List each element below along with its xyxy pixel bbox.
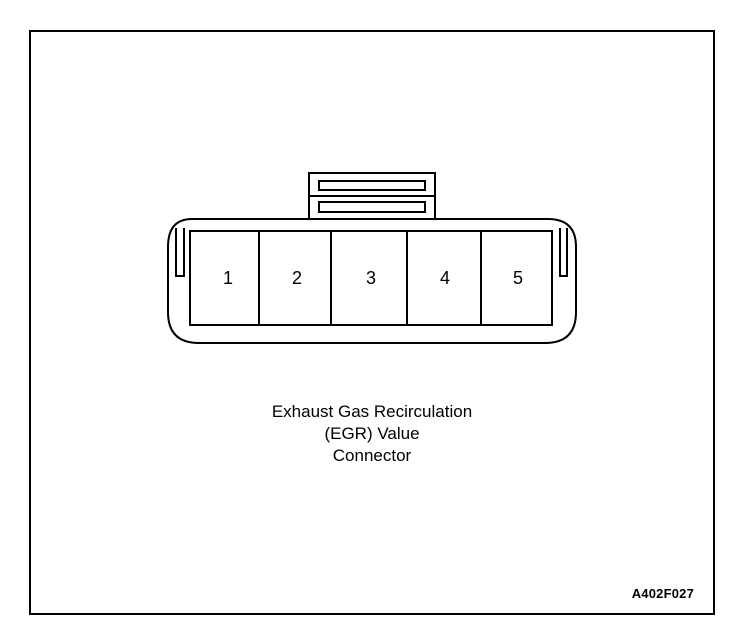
pin-5-label: 5 <box>513 268 523 288</box>
locking-tab <box>308 172 436 220</box>
pin-dividers <box>258 231 482 325</box>
pin-4-label: 4 <box>440 268 450 288</box>
diagram-frame <box>29 30 715 615</box>
pin-cavity-block <box>189 230 553 326</box>
caption-line-2: (EGR) Value <box>324 424 420 443</box>
figure-id: A402F027 <box>631 586 694 601</box>
pin-1-label: 1 <box>223 268 233 288</box>
left-latch <box>175 228 185 277</box>
right-latch <box>559 228 568 277</box>
caption-line-3: Connector <box>332 446 412 465</box>
caption-line-1: Exhaust Gas Recirculation <box>271 402 473 421</box>
connector-caption: Exhaust Gas Recirculation (EGR) Value Co… <box>172 401 572 467</box>
pin-2-label: 2 <box>292 268 302 288</box>
pin-3-label: 3 <box>366 268 376 288</box>
